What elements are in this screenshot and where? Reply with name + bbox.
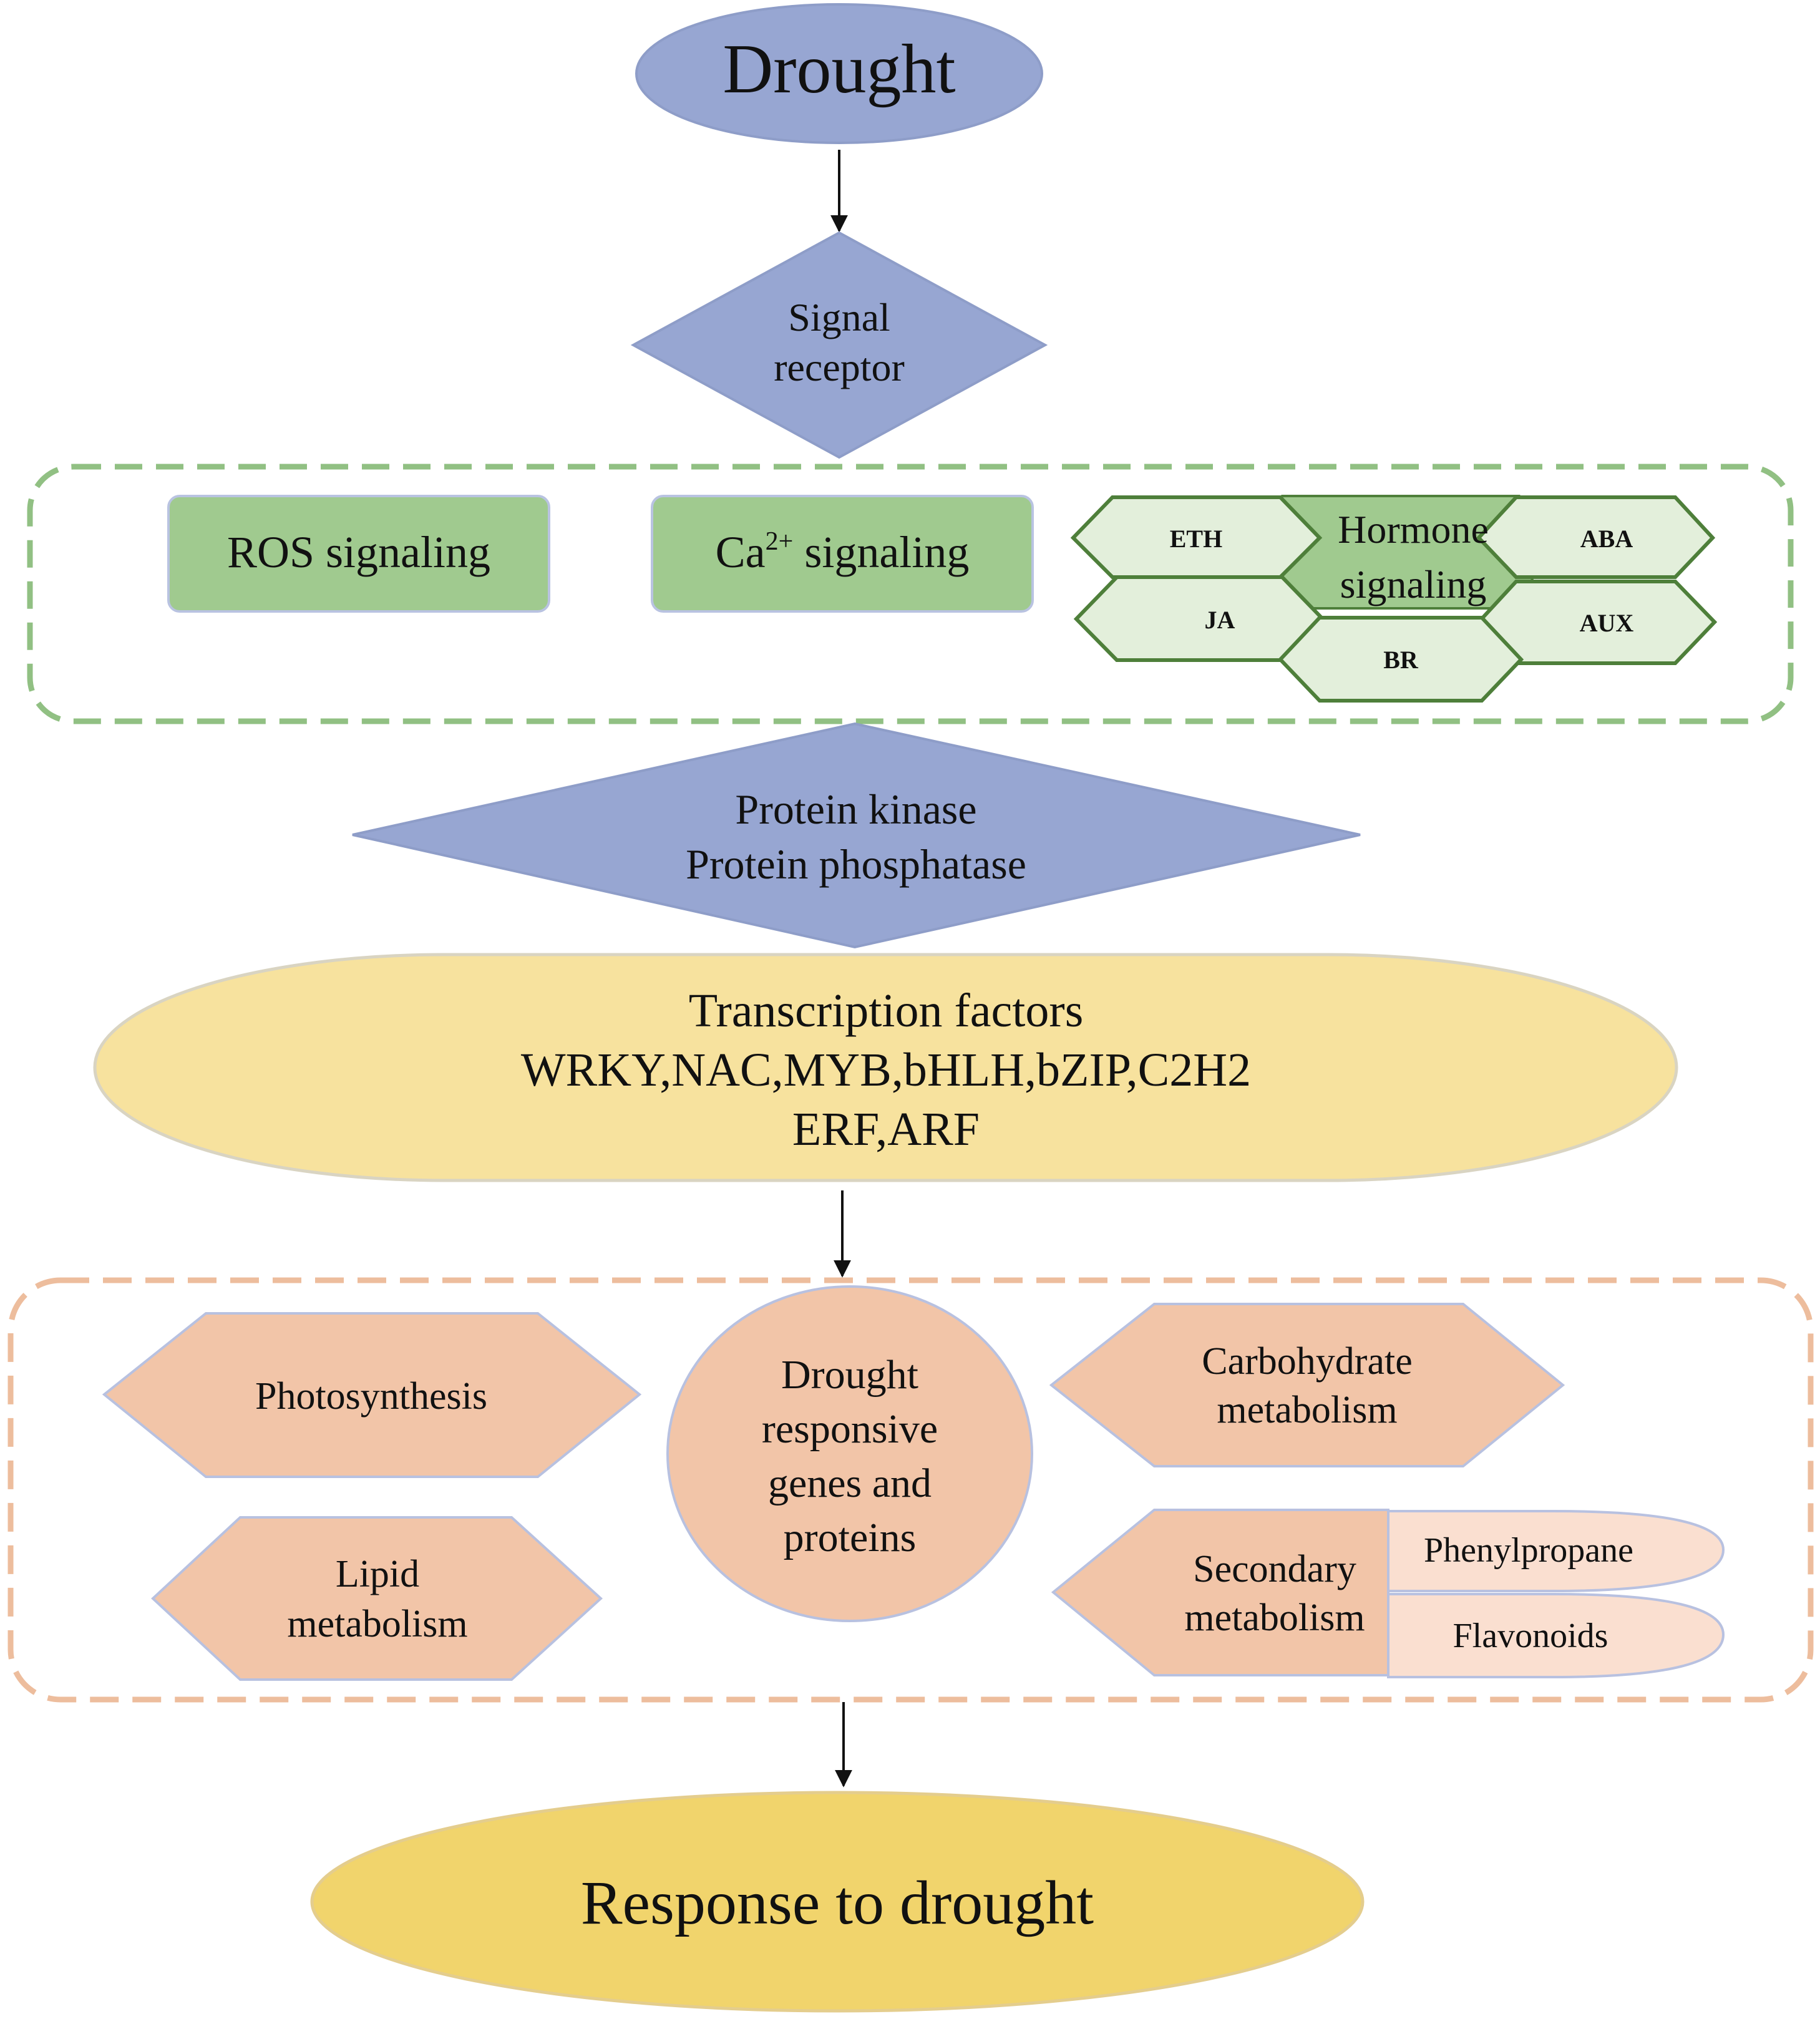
transcription-factors-line-2: WRKY,NAC,MYB,bHLH,bZIP,C2H2 <box>521 1044 1251 1096</box>
flavonoids-label: Flavonoids <box>1453 1617 1608 1655</box>
ros-signaling-node: ROS signaling <box>167 495 550 613</box>
lipid-metabolism-line-1: Lipid <box>336 1553 419 1595</box>
hormone-br: BR <box>1277 616 1524 703</box>
drought-ellipse <box>635 3 1043 144</box>
transcription-factors-node: Transcription factors WRKY,NAC,MYB,bHLH,… <box>93 953 1678 1182</box>
br-hexagon <box>1277 616 1524 703</box>
eth-label: ETH <box>1170 525 1222 553</box>
hormone-signaling-line-2: signaling <box>1340 562 1487 606</box>
flavonoids-node: Flavonoids <box>1387 1593 1725 1678</box>
protein-kinase-line-2: Protein phosphatase <box>686 840 1026 888</box>
drought-responsive-circle <box>666 1285 1033 1622</box>
ca-signaling-box <box>651 495 1034 613</box>
carbohydrate-metabolism-line-1: Carbohydrate <box>1202 1340 1412 1383</box>
response-node: Response to drought <box>310 1791 1365 2013</box>
ca-suffix: signaling <box>793 527 969 577</box>
aux-label: AUX <box>1580 609 1634 637</box>
transcription-factors-pill <box>93 953 1678 1182</box>
signal-receptor-node: Signal receptor <box>630 231 1048 459</box>
response-ellipse <box>310 1791 1365 2013</box>
photosynthesis-node: Photosynthesis <box>102 1312 642 1478</box>
protein-kinase-node: Protein kinase Protein phosphatase <box>352 722 1361 949</box>
response-label: Response to drought <box>581 1868 1094 1937</box>
hormone-signaling-line-1: Hormone <box>1338 507 1489 552</box>
aba-label: ABA <box>1580 525 1633 553</box>
drought-responsive-line-1: Drought <box>781 1352 918 1398</box>
flavonoids-tab <box>1387 1593 1725 1678</box>
drought-responsive-line-2: responsive <box>762 1406 938 1452</box>
phenylpropane-tab <box>1387 1510 1725 1592</box>
secondary-metabolism-line-2: metabolism <box>1184 1597 1365 1639</box>
lipid-metabolism-node: Lipid metabolism <box>151 1516 603 1681</box>
transcription-factors-line-3: ERF,ARF <box>792 1103 980 1155</box>
drought-responsive-line-4: proteins <box>784 1515 917 1560</box>
ja-label: JA <box>1205 606 1235 634</box>
lipid-metabolism-hexagon <box>151 1516 603 1681</box>
drought-responsive-node: Drought responsive genes and proteins <box>666 1285 1033 1622</box>
aba-hexagon <box>1476 495 1716 579</box>
drought-label: Drought <box>723 31 955 108</box>
signal-receptor-diamond <box>630 231 1048 459</box>
ca-superscript: 2+ <box>766 527 794 556</box>
hormone-aba: ABA <box>1476 495 1716 579</box>
secondary-metabolism-shape <box>1051 1509 1389 1676</box>
carbohydrate-metabolism-node: Carbohydrate metabolism <box>1049 1303 1565 1467</box>
br-label: BR <box>1383 646 1419 674</box>
carbohydrate-metabolism-line-2: metabolism <box>1217 1389 1397 1431</box>
ca-signaling-label: Ca2+ signaling <box>716 527 970 577</box>
transcription-factors-line-1: Transcription factors <box>689 985 1084 1037</box>
drought-node: Drought <box>635 3 1043 144</box>
protein-kinase-diamond <box>352 722 1361 949</box>
ros-signaling-label: ROS signaling <box>227 527 490 577</box>
phenylpropane-node: Phenylpropane <box>1387 1510 1725 1592</box>
ros-signaling-box <box>167 495 550 613</box>
ja-hexagon <box>1073 575 1326 662</box>
signal-receptor-line-1: Signal <box>788 295 890 339</box>
lipid-metabolism-line-2: metabolism <box>287 1603 467 1645</box>
photosynthesis-label: Photosynthesis <box>255 1375 487 1418</box>
signaling-group-border <box>27 464 1794 724</box>
hormone-ja: JA <box>1073 575 1326 662</box>
carbohydrate-metabolism-hexagon <box>1049 1303 1565 1467</box>
ca-prefix: Ca <box>716 527 766 577</box>
phenylpropane-label: Phenylpropane <box>1424 1531 1633 1570</box>
photosynthesis-hexagon <box>102 1312 642 1478</box>
hormone-eth: ETH <box>1070 495 1323 579</box>
signal-receptor-line-2: receptor <box>774 345 905 389</box>
metabolism-group-border <box>7 1277 1814 1703</box>
drought-responsive-line-3: genes and <box>768 1461 932 1506</box>
hormone-signaling-cluster: ETH JA ABA AUX BR Hormone signaling <box>1070 495 1718 703</box>
secondary-metabolism-node: Secondary metabolism <box>1051 1509 1389 1676</box>
ca-signaling-node: Ca2+ signaling <box>651 495 1034 613</box>
secondary-metabolism-line-1: Secondary <box>1193 1548 1356 1590</box>
protein-kinase-line-1: Protein kinase <box>735 786 976 833</box>
